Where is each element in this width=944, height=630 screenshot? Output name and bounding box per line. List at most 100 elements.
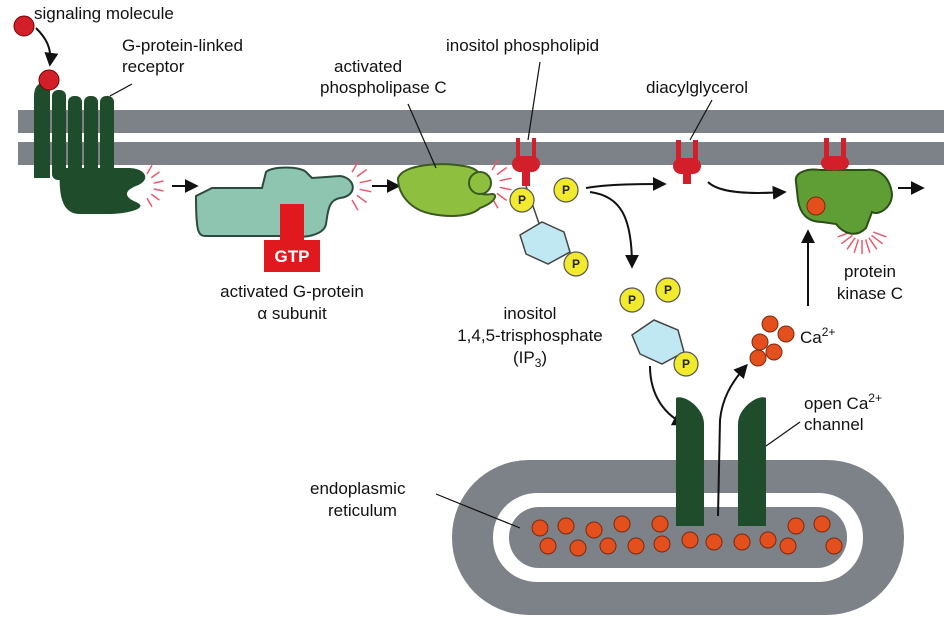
label-pkc-line2: kinase C (837, 284, 903, 303)
label-diacylglycerol: diacylglycerol (646, 78, 748, 97)
activation-ray (491, 159, 499, 171)
label-channel-line1: open Ca2+ (804, 391, 882, 413)
label-ip3-line2: 1,4,5-trisphosphate (457, 326, 603, 345)
activation-ray (499, 177, 512, 182)
calcium-ion (569, 539, 587, 557)
label-er-line2: reticulum (328, 501, 397, 520)
activation-ray (496, 192, 508, 202)
cytosolic-calcium-ions (749, 315, 795, 367)
calcium-ion (825, 537, 843, 555)
plasma-membrane (18, 110, 944, 165)
calcium-ion (787, 517, 805, 535)
label-signaling-molecule: signaling molecule (34, 4, 174, 23)
phosphate-groups: P P P P P P (509, 177, 699, 377)
activation-rays (146, 159, 887, 254)
label-ip3-line3: (IP3) (513, 348, 547, 370)
protein-kinase-c (794, 138, 894, 235)
phosphate-group: P (509, 187, 535, 213)
g-protein-linked-receptor (34, 82, 146, 214)
g-protein-alpha-subunit (194, 166, 354, 238)
label-receptor-line1: G-protein-linked (122, 36, 243, 55)
phosphate-label: P (518, 193, 526, 207)
activation-ray (868, 237, 878, 250)
inositol-phospholipid (512, 138, 540, 186)
calcium-ion (681, 531, 699, 549)
signaling-molecule-free (13, 15, 35, 37)
calcium-ion (759, 531, 777, 549)
activation-ray (150, 171, 160, 179)
activation-ray (351, 199, 359, 211)
label-gprotein-line1: activated G-protein (220, 282, 364, 301)
arrow-to-dag (585, 177, 667, 192)
pointer-er (435, 493, 521, 529)
calcium-ion (599, 537, 617, 555)
calcium-ion (749, 349, 767, 367)
label-receptor-line2: receptor (122, 57, 185, 76)
arrow-dag-to-pkc (707, 181, 787, 200)
label-channel-line2: channel (804, 415, 864, 434)
calcium-ion (761, 315, 779, 333)
calcium-channel (676, 397, 766, 526)
activation-ray (499, 186, 512, 191)
pointer-receptor (109, 83, 133, 97)
activation-ray (359, 188, 372, 193)
arrow-to-ip3 (589, 191, 639, 269)
label-pkc-line1: protein (844, 262, 896, 281)
calcium-ion (813, 515, 831, 533)
activation-ray (150, 193, 160, 201)
activation-ray (356, 194, 368, 204)
phosphate-group: P (553, 177, 579, 203)
calcium-ion (539, 537, 557, 555)
label-plc-line1: activated (334, 57, 402, 76)
calcium-ion (627, 537, 645, 555)
label-inositol-phospholipid: inositol phospholipid (446, 36, 599, 55)
label-gprotein-line2: α subunit (257, 304, 327, 323)
activation-ray (359, 179, 372, 184)
activation-ray (846, 237, 856, 250)
label-er-line1: endoplasmic (310, 479, 406, 498)
activation-ray (853, 239, 860, 254)
activation-ray (871, 234, 884, 245)
calcium-ion (531, 519, 549, 537)
activation-ray (496, 166, 508, 176)
activation-ray (153, 188, 164, 192)
phosphate-group: P (563, 251, 589, 277)
calcium-ion (777, 325, 795, 343)
calcium-ion (765, 343, 783, 361)
phosphate-group: P (619, 287, 645, 313)
phosphate-group: P (655, 277, 681, 303)
activation-ray (153, 180, 164, 184)
pointer-inositol-phospholipid (527, 61, 541, 141)
label-ip3-line1: inositol (504, 304, 557, 323)
pointer-channel (765, 421, 801, 447)
calcium-ion (751, 333, 769, 351)
activation-ray (873, 231, 887, 238)
signaling-molecule-bound (38, 69, 60, 91)
calcium-ion (779, 537, 797, 555)
phosphate-label: P (562, 183, 570, 197)
activation-ray (356, 168, 368, 178)
calcium-ion (651, 515, 669, 533)
activation-ray (840, 234, 853, 245)
calcium-ion (613, 515, 631, 533)
gtp-label: GTP (275, 247, 310, 266)
activation-ray (146, 197, 153, 208)
binding-arrow (35, 27, 59, 67)
calcium-ion (733, 533, 751, 551)
gtp-badge: GTP (264, 204, 320, 272)
phosphate-label: P (572, 257, 580, 271)
calcium-ion (557, 517, 575, 535)
er-calcium-ions (531, 515, 843, 557)
phosphate-label: P (664, 283, 672, 297)
diacylglycerol (673, 140, 701, 184)
activation-ray (864, 239, 871, 254)
pointer-diacylglycerol (689, 99, 713, 141)
label-plc-line2: phospholipase C (320, 78, 447, 97)
calcium-ion (705, 533, 723, 551)
phosphate-group: P (673, 351, 699, 377)
arrow-calcium-release (717, 363, 748, 517)
phospholipase-c (396, 163, 497, 217)
calcium-ion (653, 535, 671, 553)
